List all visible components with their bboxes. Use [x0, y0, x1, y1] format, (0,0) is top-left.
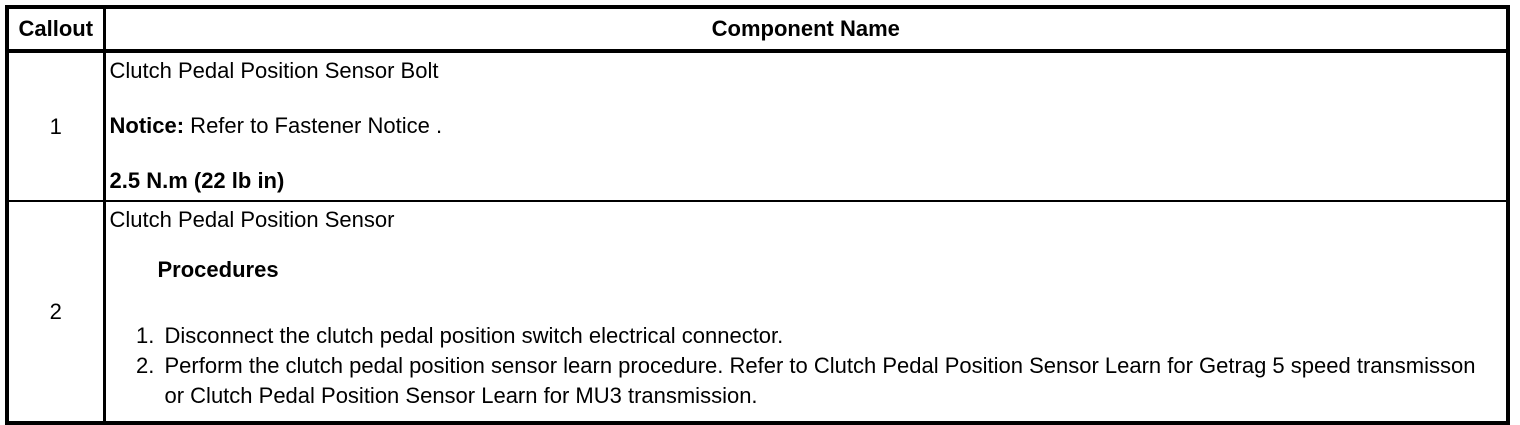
notice-line: Notice: Refer to Fastener Notice .: [110, 113, 1499, 139]
notice-text: Refer to Fastener Notice .: [184, 113, 443, 138]
procedure-step: Disconnect the clutch pedal position swi…: [161, 321, 1499, 351]
torque-spec: 2.5 N.m (22 lb in): [109, 168, 285, 193]
table-row: 1 Clutch Pedal Position Sensor Bolt Noti…: [7, 51, 1508, 202]
component-cell-2: Clutch Pedal Position Sensor Procedures …: [104, 201, 1508, 423]
callout-column-header: Callout: [7, 7, 106, 53]
callout-number-2: 2: [7, 201, 106, 423]
table-header-row: Callout Component Name: [7, 7, 1508, 53]
notice-label: Notice:: [109, 113, 185, 138]
table-row: 2 Clutch Pedal Position Sensor Procedure…: [7, 201, 1508, 423]
component-cell-1: Clutch Pedal Position Sensor Bolt Notice…: [104, 51, 1508, 202]
callout-component-table: Callout Component Name 1 Clutch Pedal Po…: [5, 5, 1510, 425]
procedure-step: Perform the clutch pedal position sensor…: [161, 351, 1499, 411]
component-title: Clutch Pedal Position Sensor: [109, 207, 395, 232]
callout-number-1: 1: [7, 51, 106, 202]
component-title: Clutch Pedal Position Sensor Bolt: [109, 58, 439, 83]
procedure-steps-list: Disconnect the clutch pedal position swi…: [110, 321, 1499, 411]
component-name-column-header: Component Name: [104, 7, 1508, 53]
procedures-heading: Procedures: [157, 257, 279, 282]
